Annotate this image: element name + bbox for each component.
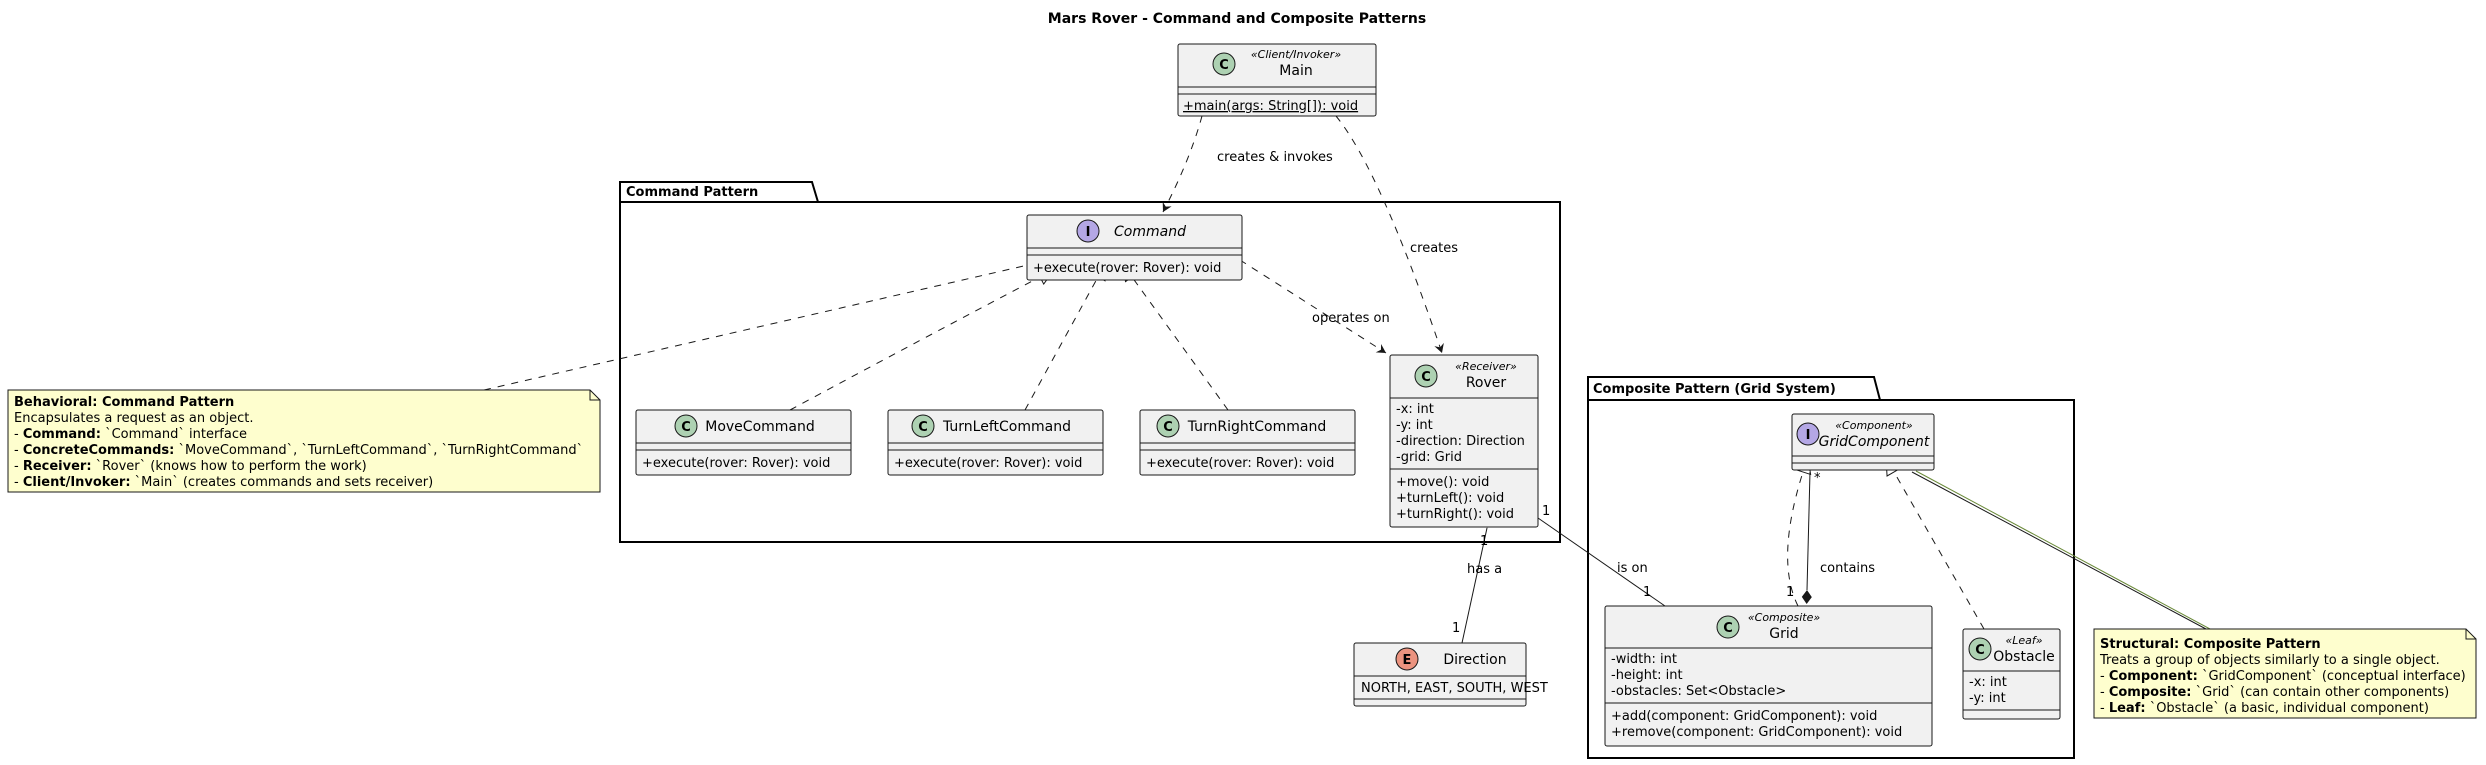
interface-badge-icon: I xyxy=(1086,225,1091,240)
relation-command-rover: operates on xyxy=(1239,259,1390,354)
class-rover-field: -grid: Grid xyxy=(1396,450,1462,465)
class-turnleft-command[interactable]: C TurnLeftCommand +execute(rover: Rover)… xyxy=(887,409,1104,476)
package-command: Command Pattern xyxy=(619,181,1561,543)
class-move-command-name: MoveCommand xyxy=(705,419,815,435)
interface-gridcomponent[interactable]: I «Component» GridComponent xyxy=(1791,413,1935,471)
class-grid-name: Grid xyxy=(1769,626,1798,642)
class-grid-field: -height: int xyxy=(1611,668,1683,683)
class-rover-method: +turnRight(): void xyxy=(1396,507,1514,522)
class-obstacle[interactable]: C «Leaf» Obstacle -x: int -y: int xyxy=(1962,628,2061,720)
relation-main-command: creates & invokes xyxy=(1162,115,1333,213)
class-move-command[interactable]: C MoveCommand +execute(rover: Rover): vo… xyxy=(635,409,852,476)
note-line: - Composite: `Grid` (can contain other c… xyxy=(2100,685,2449,700)
class-grid-method: +remove(component: GridComponent): void xyxy=(1611,725,1902,740)
class-obstacle-stereotype: «Leaf» xyxy=(2005,634,2042,647)
mult-rover-direction: 1 xyxy=(1480,534,1488,549)
class-rover-method: +move(): void xyxy=(1396,475,1489,490)
class-turnright-command-method: +execute(rover: Rover): void xyxy=(1146,456,1334,471)
relation-rover-direction: has a 1 1 xyxy=(1452,514,1502,644)
class-turnleft-command-name: TurnLeftCommand xyxy=(942,419,1071,435)
relation-rover-grid: is on 1 1 xyxy=(1525,504,1666,607)
label-is-on: is on xyxy=(1617,561,1648,576)
note-line: - Command: `Command` interface xyxy=(14,427,247,442)
class-move-command-method: +execute(rover: Rover): void xyxy=(642,456,830,471)
realization-turnleft xyxy=(1024,277,1098,411)
class-badge-icon: C xyxy=(1723,621,1733,636)
class-badge-icon: C xyxy=(1421,370,1431,385)
label-operates-on: operates on xyxy=(1312,311,1390,326)
class-rover-method: +turnLeft(): void xyxy=(1396,491,1504,506)
class-obstacle-name: Obstacle xyxy=(1993,649,2054,665)
class-rover-field: -direction: Direction xyxy=(1396,434,1525,449)
diagram-title: Mars Rover - Command and Composite Patte… xyxy=(1048,11,1426,27)
realization-move xyxy=(789,277,1040,411)
mult-direction-rover: 1 xyxy=(1452,621,1460,636)
class-rover-field: -x: int xyxy=(1396,402,1434,417)
label-has-a: has a xyxy=(1467,562,1502,577)
class-grid-field: -width: int xyxy=(1611,652,1677,667)
class-rover[interactable]: C «Receiver» Rover -x: int -y: int -dire… xyxy=(1389,354,1539,528)
class-main-name: Main xyxy=(1279,63,1312,79)
class-rover-field: -y: int xyxy=(1396,418,1433,433)
mult-contains-many: * xyxy=(1814,471,1821,486)
note-line: Treats a group of objects similarly to a… xyxy=(2099,653,2440,668)
class-main-method: +main(args: String[]): void xyxy=(1183,99,1358,114)
note-line: - Client/Invoker: `Main` (creates comman… xyxy=(14,475,433,490)
note-structural-title: Structural: Composite Pattern xyxy=(2100,637,2321,652)
interface-command-method: +execute(rover: Rover): void xyxy=(1033,261,1221,276)
class-turnright-command-name: TurnRightCommand xyxy=(1187,419,1327,435)
class-badge-icon: C xyxy=(1219,58,1229,73)
package-command-label: Command Pattern xyxy=(626,185,758,200)
mult-rover-grid: 1 xyxy=(1542,504,1550,519)
class-grid-method: +add(component: GridComponent): void xyxy=(1611,709,1877,724)
class-obstacle-field: -y: int xyxy=(1969,691,2006,706)
class-badge-icon: C xyxy=(681,420,691,435)
note-line: - Receiver: `Rover` (knows how to perfor… xyxy=(14,459,367,474)
label-creates-invokes: creates & invokes xyxy=(1217,150,1333,165)
interface-gridcomponent-stereotype: «Component» xyxy=(1835,419,1913,432)
realization-obstacle xyxy=(1894,472,1985,630)
class-main-stereotype: «Client/Invoker» xyxy=(1251,48,1341,61)
note-behavioral: Behavioral: Command Pattern Encapsulates… xyxy=(7,389,601,493)
label-contains: contains xyxy=(1820,561,1875,576)
interface-command-name: Command xyxy=(1114,224,1186,240)
interface-command[interactable]: I Command +execute(rover: Rover): void xyxy=(1026,214,1243,281)
package-composite: Composite Pattern (Grid System) xyxy=(1587,376,2075,759)
class-grid-stereotype: «Composite» xyxy=(1748,611,1820,624)
class-turnright-command[interactable]: C TurnRightCommand +execute(rover: Rover… xyxy=(1139,409,1356,476)
relation-grid-gridcomponent: contains * 1 xyxy=(1786,471,1875,607)
realization-turnright xyxy=(1132,277,1229,411)
class-badge-icon: C xyxy=(918,420,928,435)
note-structural: Structural: Composite Pattern Treats a g… xyxy=(2093,628,2477,719)
note-link-structural xyxy=(1911,470,2211,630)
class-rover-stereotype: «Receiver» xyxy=(1455,360,1517,373)
interface-badge-icon: I xyxy=(1806,428,1811,443)
note-line: - Leaf: `Obstacle` (a basic, individual … xyxy=(2100,701,2429,716)
mult-contains-one: 1 xyxy=(1786,585,1794,600)
enum-badge-icon: E xyxy=(1403,653,1412,668)
label-creates: creates xyxy=(1410,241,1458,256)
note-behavioral-title: Behavioral: Command Pattern xyxy=(14,395,234,410)
note-line: - Component: `GridComponent` (conceptual… xyxy=(2100,669,2466,684)
note-line: - ConcreteCommands: `MoveCommand`, `Turn… xyxy=(14,443,583,458)
class-grid-field: -obstacles: Set<Obstacle> xyxy=(1611,684,1786,699)
class-obstacle-field: -x: int xyxy=(1969,675,2007,690)
mult-grid-rover: 1 xyxy=(1643,585,1651,600)
relation-main-rover: creates xyxy=(1335,115,1458,354)
class-badge-icon: C xyxy=(1163,420,1173,435)
class-badge-icon: C xyxy=(1975,643,1985,658)
package-composite-label: Composite Pattern (Grid System) xyxy=(1593,382,1836,397)
enum-direction-name: Direction xyxy=(1443,652,1506,668)
class-turnleft-command-method: +execute(rover: Rover): void xyxy=(894,456,1082,471)
enum-direction-values: NORTH, EAST, SOUTH, WEST xyxy=(1361,681,1548,696)
class-main[interactable]: C «Client/Invoker» Main +main(args: Stri… xyxy=(1177,43,1377,117)
note-link-behavioral xyxy=(483,264,1029,391)
class-grid[interactable]: C «Composite» Grid -width: int -height: … xyxy=(1604,605,1933,747)
class-rover-name: Rover xyxy=(1466,375,1507,391)
enum-direction[interactable]: E Direction NORTH, EAST, SOUTH, WEST xyxy=(1353,642,1548,707)
note-line: Encapsulates a request as an object. xyxy=(14,411,253,426)
interface-gridcomponent-name: GridComponent xyxy=(1819,434,1930,450)
